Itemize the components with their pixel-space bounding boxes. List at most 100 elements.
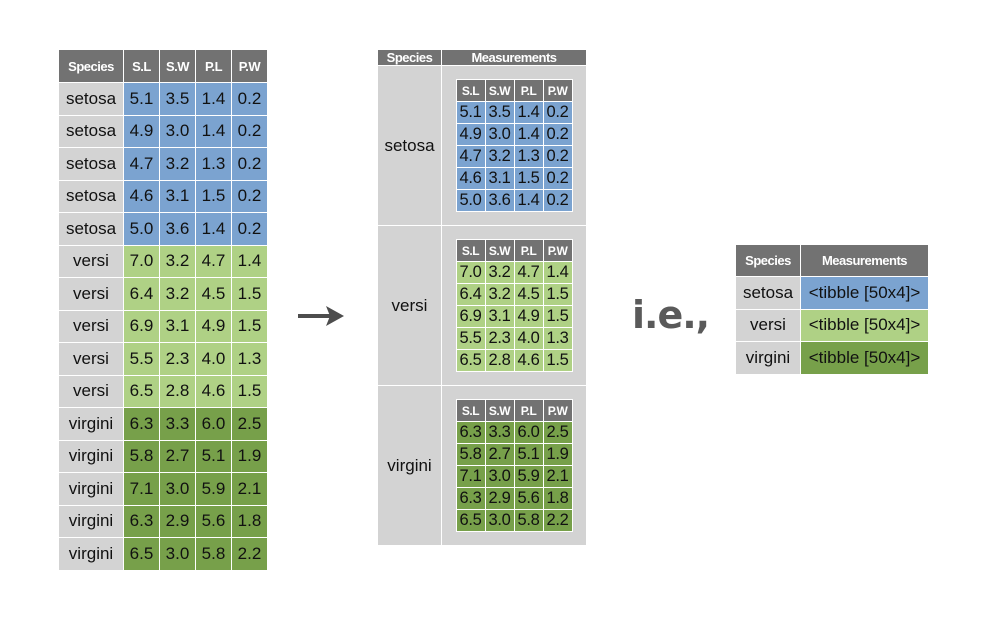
inner-value-cell: 7.0 bbox=[455, 261, 486, 284]
value-cell: 6.5 bbox=[123, 537, 160, 571]
species-cell: versi bbox=[58, 342, 124, 376]
value-cell: 2.8 bbox=[159, 374, 196, 408]
species-cell: virgini bbox=[58, 439, 124, 473]
species-cell: versi bbox=[735, 308, 801, 342]
value-cell: 6.4 bbox=[123, 277, 160, 311]
inner-value-cell: 2.1 bbox=[542, 465, 573, 488]
inner-value-cell: 6.0 bbox=[513, 421, 544, 444]
value-cell: 7.1 bbox=[123, 472, 160, 506]
value-cell: 3.6 bbox=[159, 212, 196, 246]
header-sepal-width: S.W bbox=[159, 49, 196, 83]
value-cell: 2.3 bbox=[159, 342, 196, 376]
header-petal-width: P.W bbox=[231, 49, 268, 83]
header-measurements: Measurements bbox=[800, 244, 929, 277]
inner-value-cell: 2.3 bbox=[484, 327, 515, 350]
value-cell: 5.8 bbox=[195, 537, 232, 571]
inner-value-cell: 1.4 bbox=[513, 101, 544, 124]
value-cell: 1.4 bbox=[195, 212, 232, 246]
inner-value-cell: 6.3 bbox=[455, 421, 486, 444]
value-cell: 2.2 bbox=[231, 537, 268, 571]
inner-value-cell: 1.3 bbox=[513, 145, 544, 168]
inner-value-cell: 1.5 bbox=[542, 283, 573, 306]
inner-value-cell: 1.3 bbox=[542, 327, 573, 350]
inner-value-cell: 3.2 bbox=[484, 145, 515, 168]
inner-value-cell: 3.6 bbox=[484, 189, 515, 212]
value-cell: 3.5 bbox=[159, 82, 196, 116]
value-cell: 1.5 bbox=[195, 179, 232, 213]
species-cell: virgini bbox=[735, 341, 801, 375]
inner-value-cell: 2.2 bbox=[542, 509, 573, 532]
value-cell: 1.3 bbox=[231, 342, 268, 376]
inner-header-cell: P.L bbox=[513, 239, 544, 262]
value-cell: 2.5 bbox=[231, 407, 268, 441]
tibble-cell: <tibble [50x4]> bbox=[800, 341, 929, 375]
inner-value-cell: 2.7 bbox=[484, 443, 515, 466]
species-cell: versi bbox=[58, 309, 124, 343]
value-cell: 0.2 bbox=[231, 147, 268, 181]
value-cell: 5.0 bbox=[123, 212, 160, 246]
table-row: virgini<tibble [50x4]> bbox=[735, 341, 929, 375]
inner-value-cell: 1.5 bbox=[542, 305, 573, 328]
value-cell: 0.2 bbox=[231, 82, 268, 116]
value-cell: 6.5 bbox=[123, 374, 160, 408]
inner-value-cell: 3.2 bbox=[484, 261, 515, 284]
inner-header-cell: P.L bbox=[513, 79, 544, 102]
inner-value-cell: 6.3 bbox=[455, 487, 486, 510]
species-cell: virgini bbox=[377, 385, 442, 546]
value-cell: 3.2 bbox=[159, 277, 196, 311]
value-cell: 3.0 bbox=[159, 472, 196, 506]
inner-value-cell: 4.6 bbox=[455, 167, 486, 190]
inner-value-cell: 2.8 bbox=[484, 349, 515, 372]
species-cell: versi bbox=[58, 244, 124, 278]
species-cell: versi bbox=[377, 225, 442, 386]
summary-table-body: setosa<tibble [50x4]>versi<tibble [50x4]… bbox=[735, 276, 929, 375]
inner-value-cell: 4.7 bbox=[513, 261, 544, 284]
inner-value-cell: 3.2 bbox=[484, 283, 515, 306]
inner-value-cell: 5.0 bbox=[455, 189, 486, 212]
tibble-cell: <tibble [50x4]> bbox=[800, 308, 929, 342]
value-cell: 4.9 bbox=[195, 309, 232, 343]
header-petal-length: P.L bbox=[195, 49, 232, 83]
inner-value-cell: 0.2 bbox=[542, 101, 573, 124]
value-cell: 4.7 bbox=[123, 147, 160, 181]
inner-value-cell: 6.4 bbox=[455, 283, 486, 306]
value-cell: 6.3 bbox=[123, 504, 160, 538]
value-cell: 4.5 bbox=[195, 277, 232, 311]
species-cell: setosa bbox=[735, 276, 801, 310]
inner-value-cell: 0.2 bbox=[542, 145, 573, 168]
inner-value-cell: 1.4 bbox=[542, 261, 573, 284]
inner-header-cell: S.W bbox=[484, 239, 515, 262]
inner-value-cell: 1.4 bbox=[513, 189, 544, 212]
inner-value-cell: 5.8 bbox=[513, 509, 544, 532]
value-cell: 6.0 bbox=[195, 407, 232, 441]
value-cell: 1.8 bbox=[231, 504, 268, 538]
inner-value-cell: 6.5 bbox=[455, 349, 486, 372]
inner-header-cell: S.W bbox=[484, 79, 515, 102]
value-cell: 5.1 bbox=[195, 439, 232, 473]
species-cell: setosa bbox=[58, 212, 124, 246]
header-measurements: Measurements bbox=[441, 49, 587, 66]
table-row: setosa<tibble [50x4]> bbox=[735, 276, 929, 310]
inner-value-cell: 4.0 bbox=[513, 327, 544, 350]
inner-header-cell: P.W bbox=[542, 79, 573, 102]
